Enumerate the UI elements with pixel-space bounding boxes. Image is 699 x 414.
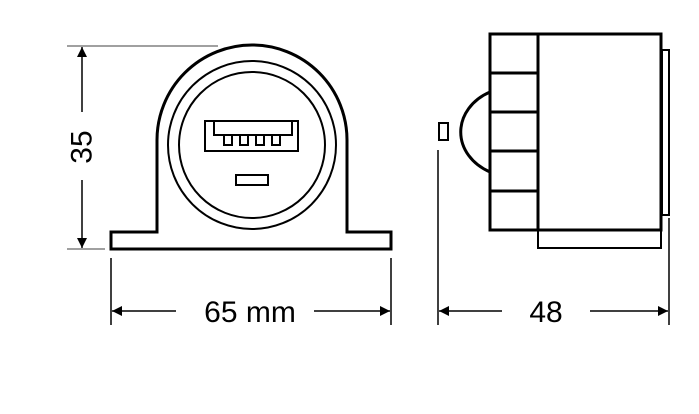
main-body: [536, 32, 663, 232]
bottom-lip: [537, 229, 662, 249]
dome-cap: [459, 90, 491, 174]
indicator-slot: [235, 174, 269, 186]
front-view: [109, 43, 393, 251]
nub: [438, 122, 449, 141]
depth-dimension: 48: [437, 150, 670, 329]
depth-label: 48: [529, 296, 562, 329]
width-dimension: 65 mm: [110, 258, 392, 329]
width-label: 65 mm: [204, 296, 296, 329]
rear-plate: [661, 49, 670, 216]
front-segmented-block: [488, 32, 540, 232]
side-view: [438, 32, 670, 249]
height-label: 35: [66, 130, 99, 163]
usb-port-icon: [204, 120, 299, 152]
height-dimension: 35: [66, 45, 218, 250]
inner-ring: [178, 71, 326, 219]
housing-outline: [109, 43, 393, 251]
outer-ring: [167, 60, 337, 230]
